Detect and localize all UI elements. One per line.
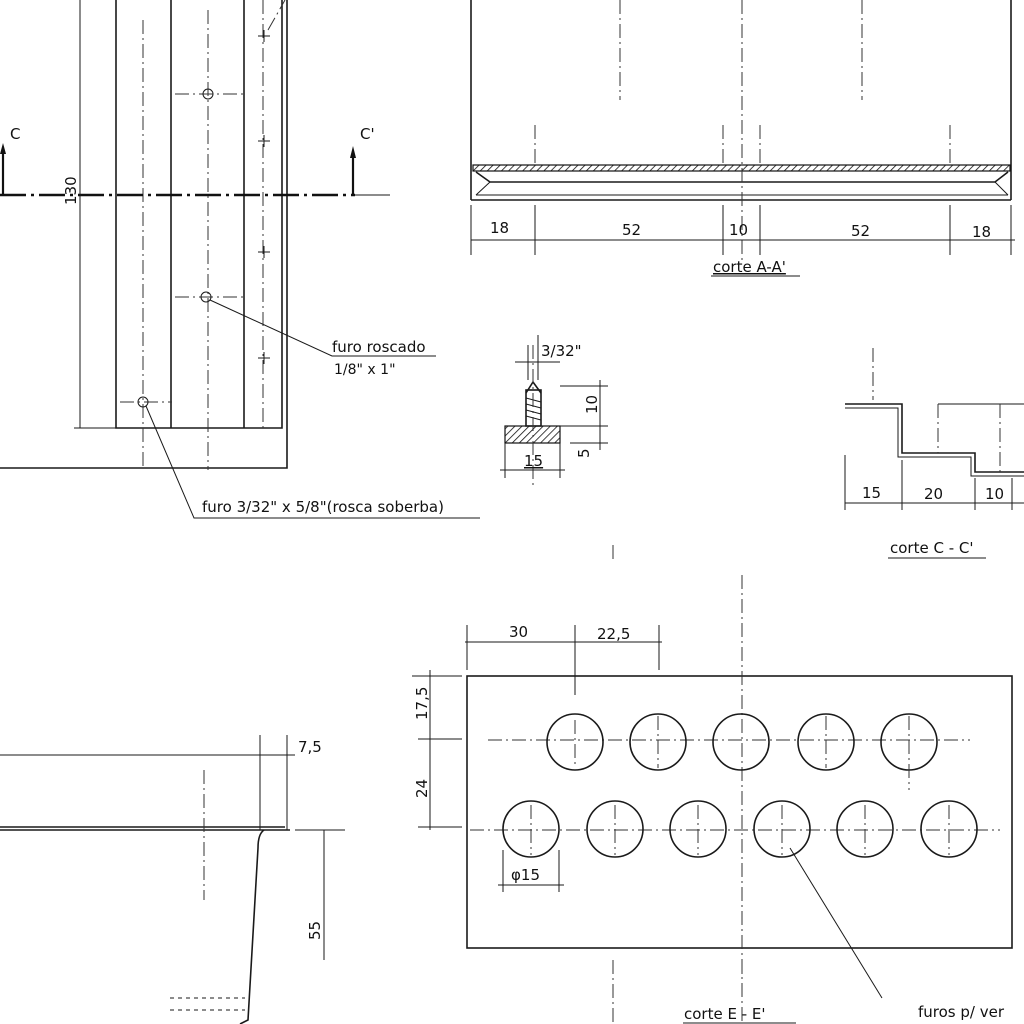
- dim-55-label: 55: [306, 921, 324, 940]
- dim-cc-15: 15: [862, 484, 881, 502]
- hole-row-bottom: [502, 800, 978, 858]
- furos-note-label: furos p/ ver: [918, 1003, 1005, 1021]
- dim-aa-52-right: 52: [851, 222, 870, 240]
- dim-3-32-label: 3/32": [541, 342, 582, 360]
- dim-ee-22-5: 22,5: [597, 625, 630, 643]
- dim-aa-10: 10: [729, 221, 748, 239]
- plan-view: C C' 130 furo roscado 1/8" x 1" furo 3/3…: [0, 0, 480, 519]
- dim-15-screw-label: 15: [524, 452, 543, 470]
- furo-roscado-label: furo roscado: [332, 338, 426, 356]
- section-c-label: C: [10, 125, 20, 143]
- dim-cc-10: 10: [985, 485, 1004, 503]
- screw-detail: 3/32" 10 5 15: [500, 335, 608, 488]
- side-profile: 7,5 55: [0, 735, 345, 1024]
- dim-aa-18-right: 18: [972, 223, 991, 241]
- dim-ee-17-5: 17,5: [413, 687, 431, 720]
- corte-ee-title: corte E - E': [684, 1005, 766, 1023]
- section-aa: 18 52 10 52 18 corte A-A': [470, 0, 1015, 277]
- dim-10-screw-label: 10: [583, 395, 601, 414]
- dim-aa-52-left: 52: [622, 221, 641, 239]
- furo-soberba-label: furo 3/32" x 5/8"(rosca soberba): [202, 498, 444, 516]
- dim-5-screw-label: 5: [575, 448, 593, 458]
- dim-ee-30: 30: [509, 623, 528, 641]
- dim-130-label: 130: [62, 176, 80, 205]
- dim-ee-phi15: φ15: [511, 866, 540, 884]
- dim-7-5-label: 7,5: [298, 738, 322, 756]
- section-c-prime-label: C': [360, 125, 375, 143]
- corte-cc-title: corte C - C': [890, 539, 974, 557]
- dim-ee-24: 24: [413, 779, 431, 798]
- section-ee: 30 22,5 17,5 24: [412, 545, 1013, 1024]
- furo-roscado-size-label: 1/8" x 1": [334, 362, 396, 378]
- dim-cc-20: 20: [924, 485, 943, 503]
- section-cc: 15 20 10 corte C - C': [844, 348, 1024, 559]
- dim-aa-18-left: 18: [490, 219, 509, 237]
- corte-aa-title: corte A-A': [713, 258, 786, 276]
- hole-row-top: [546, 713, 938, 790]
